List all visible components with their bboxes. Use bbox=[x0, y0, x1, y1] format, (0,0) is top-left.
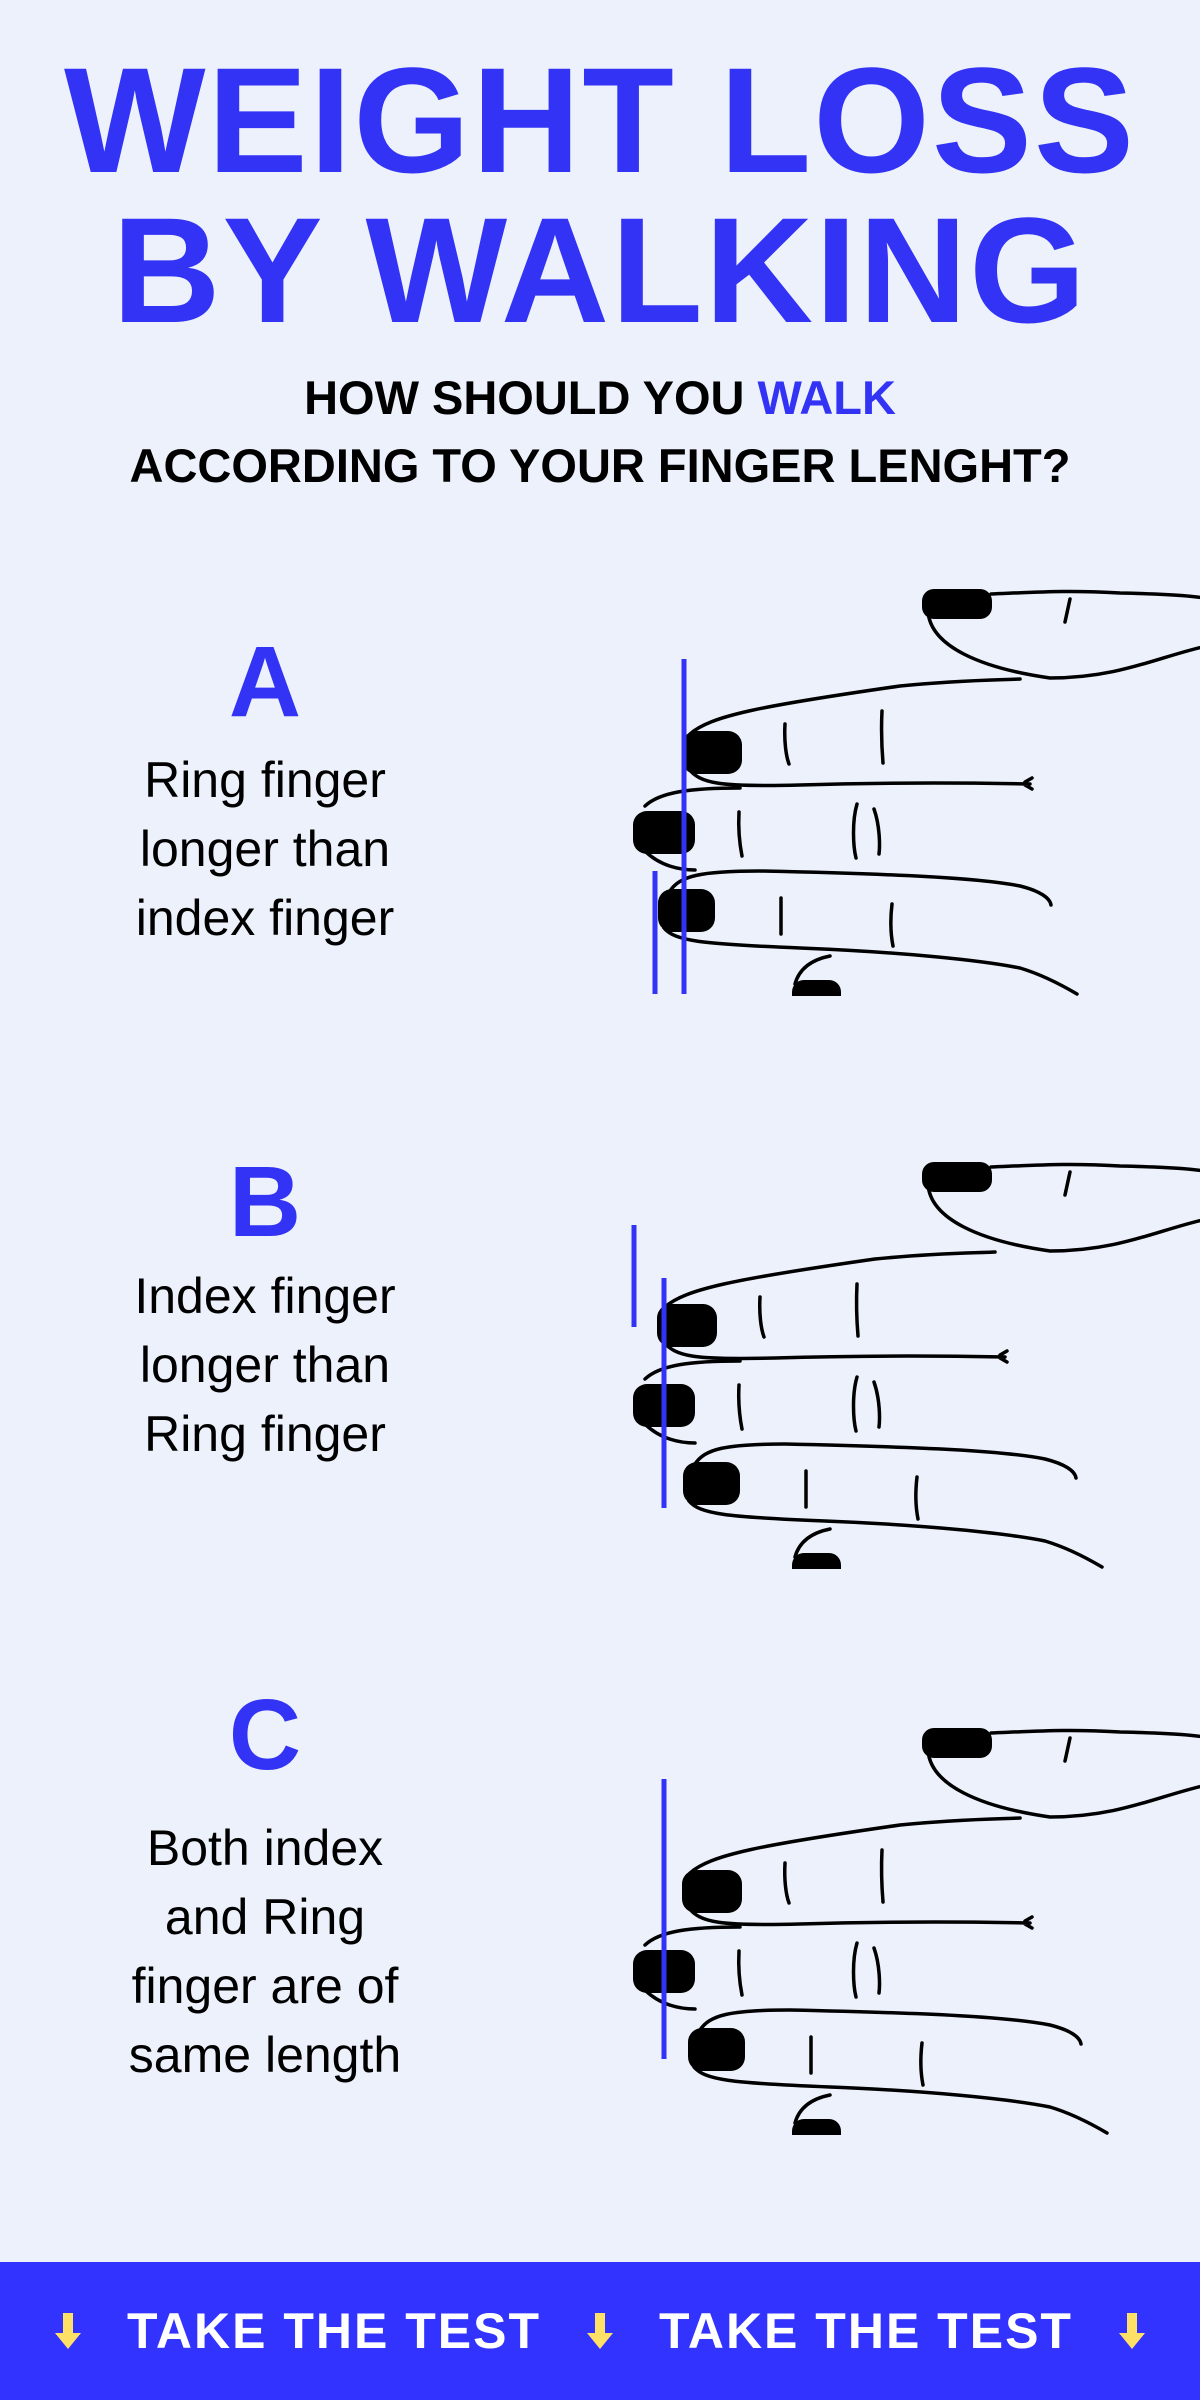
title-line-1: WEIGHT LOSS bbox=[64, 36, 1136, 204]
index-finger bbox=[682, 677, 1034, 791]
take-test-link[interactable]: TAKE THE TEST bbox=[127, 2303, 541, 2359]
option-b-description: Index finger longer than Ring finger bbox=[65, 1262, 465, 1469]
thumb bbox=[922, 1162, 1200, 1253]
option-b-line: Index finger bbox=[134, 1268, 396, 1324]
option-a-line: longer than bbox=[139, 821, 391, 877]
subtitle-prefix: HOW SHOULD YOU bbox=[304, 371, 758, 424]
option-c-line: finger are of bbox=[131, 1958, 399, 2014]
ring-finger bbox=[688, 2008, 1109, 2135]
option-b-letter: B bbox=[228, 1146, 302, 1258]
take-test-link[interactable]: TAKE THE TEST bbox=[659, 2303, 1073, 2359]
option-a-letter: A bbox=[228, 626, 302, 738]
option-c-letter: C bbox=[228, 1679, 302, 1791]
arrow-down-icon bbox=[1118, 2313, 1145, 2349]
arrow-down-icon bbox=[587, 2313, 613, 2349]
index-finger bbox=[657, 1250, 1009, 1364]
subtitle-line-1: HOW SHOULD YOU WALK bbox=[0, 370, 1200, 426]
arrow-down-icon bbox=[55, 2313, 82, 2349]
ring-finger bbox=[658, 869, 1079, 996]
middle-finger bbox=[633, 1359, 882, 1445]
middle-finger bbox=[633, 1925, 882, 2011]
option-c-line: Both index bbox=[146, 1820, 384, 1876]
option-c-line: same length bbox=[128, 2027, 402, 2083]
hand-illustration-a bbox=[633, 589, 1200, 996]
pinky-finger bbox=[792, 954, 841, 996]
middle-finger bbox=[633, 786, 882, 872]
pinky-finger bbox=[792, 1527, 841, 1569]
subtitle-highlight: WALK bbox=[757, 371, 896, 424]
title-line-2: BY WALKING bbox=[112, 186, 1088, 354]
option-b-line: longer than bbox=[139, 1337, 391, 1393]
thumb bbox=[922, 1728, 1200, 1819]
option-c-description: Both index and Ring finger are of same l… bbox=[65, 1814, 465, 2090]
option-b-line: Ring finger bbox=[144, 1406, 386, 1462]
index-finger bbox=[682, 1816, 1034, 1930]
option-c-line: and Ring bbox=[164, 1889, 366, 1945]
option-a-line: Ring finger bbox=[144, 752, 386, 808]
subtitle-line-2: ACCORDING TO YOUR FINGER LENGHT? bbox=[129, 439, 1071, 492]
thumb bbox=[922, 589, 1200, 680]
take-test-banner[interactable]: TAKE THE TEST TAKE THE TEST bbox=[0, 2262, 1200, 2400]
pinky-finger bbox=[792, 2093, 841, 2135]
hand-illustration-c bbox=[633, 1728, 1200, 2135]
hand-illustration-b bbox=[631, 1162, 1200, 1569]
option-a-line: index finger bbox=[135, 890, 395, 946]
ring-finger bbox=[683, 1442, 1104, 1569]
option-a-description: Ring finger longer than index finger bbox=[65, 746, 465, 953]
